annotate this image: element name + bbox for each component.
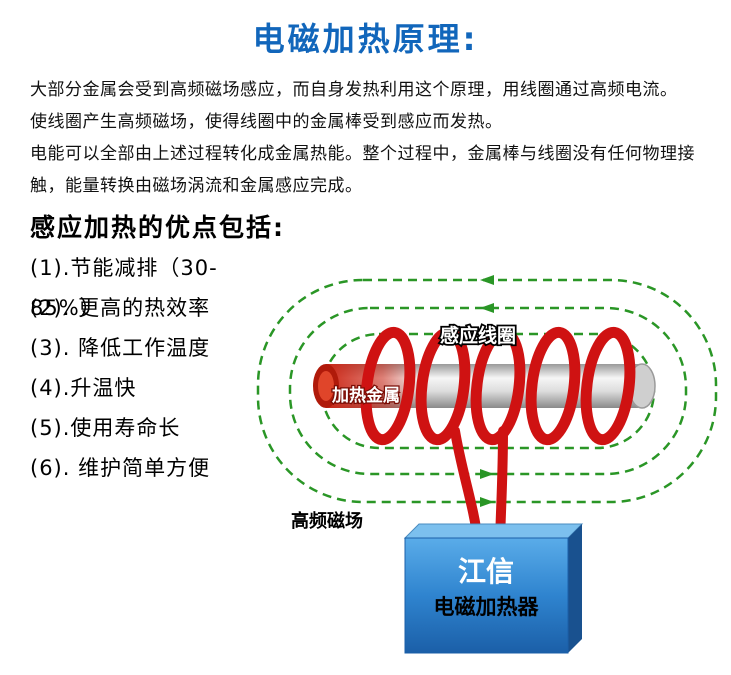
list-item: (1).节能减排（30-85%） bbox=[30, 256, 218, 320]
device-brand: 江信 bbox=[458, 555, 514, 588]
induction-heating-diagram: 江信 电磁加热器 感应线圈 加热金属 高频磁场 bbox=[256, 275, 718, 654]
metal-label: 加热金属 bbox=[331, 385, 400, 406]
intro-line-1: 大部分金属会受到高频磁场感应，而自身发热利用这个原理，用线圈通过高频电流。 bbox=[30, 80, 678, 100]
intro-line-3: 电能可以全部由上述过程转化成金属热能。整个过程中，金属棒与线圈没有任何物理接触，… bbox=[30, 144, 695, 196]
list-item: (6). 维护简单方便 bbox=[30, 456, 211, 480]
list-item: (4).升温快 bbox=[30, 376, 137, 400]
list-item: (5).使用寿命长 bbox=[30, 416, 181, 440]
coil-label: 感应线圈 bbox=[440, 324, 516, 347]
page-title: 电磁加热原理: bbox=[252, 20, 479, 58]
intro-text: 大部分金属会受到高频磁场感应，而自身发热利用这个原理，用线圈通过高频电流。 使线… bbox=[30, 74, 706, 202]
intro-line-2: 使线圈产生高频磁场，使得线圈中的金属棒受到感应而发热。 bbox=[30, 112, 503, 132]
heater-box: 江信 电磁加热器 bbox=[403, 523, 584, 654]
induction-coil bbox=[360, 326, 636, 446]
list-item: (3). 降低工作温度 bbox=[30, 336, 211, 360]
advantages-list: (1).节能减排（30-85%） (2). 更高的热效率 (3). 降低工作温度… bbox=[30, 248, 270, 488]
device-name: 电磁加热器 bbox=[434, 595, 540, 619]
field-label: 高频磁场 bbox=[291, 510, 363, 532]
list-item: (2). 更高的热效率 bbox=[30, 296, 211, 320]
advantages-heading: 感应加热的优点包括: bbox=[30, 213, 285, 242]
field-arrow-icon bbox=[480, 275, 494, 507]
